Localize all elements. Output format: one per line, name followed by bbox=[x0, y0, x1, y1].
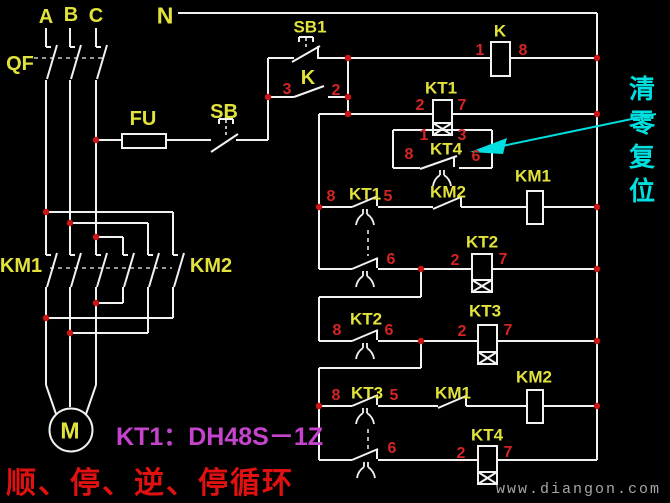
reset-caption-char: 零 bbox=[628, 108, 655, 138]
km1-coil bbox=[526, 190, 544, 225]
pin-number: 2 bbox=[331, 82, 341, 99]
pin-number: 6 bbox=[384, 322, 394, 339]
km1-main-contacts bbox=[45, 252, 108, 288]
kt4-timer-coil bbox=[477, 445, 498, 485]
watermark: www.diangon.com bbox=[496, 481, 662, 498]
pin-number: 2 bbox=[456, 445, 466, 462]
timer-model-note: KT1：DH48S－1Z bbox=[116, 423, 323, 451]
kt3-timer-coil bbox=[477, 324, 498, 365]
pin-number: 1 bbox=[419, 127, 429, 144]
pin-number: 8 bbox=[331, 387, 341, 404]
label-km2-power: KM2 bbox=[189, 255, 233, 277]
km2-main-contacts bbox=[122, 252, 185, 288]
sb1-button bbox=[291, 36, 321, 63]
label-kt1-row: KT1 bbox=[348, 184, 382, 204]
k-no-contact bbox=[268, 85, 348, 98]
label-neutral-n: N bbox=[156, 2, 174, 29]
label-km1-power: KM1 bbox=[0, 255, 43, 277]
pin-number: 8 bbox=[404, 146, 414, 163]
label-kt4-box: KT4 bbox=[429, 139, 463, 159]
pin-number: 8 bbox=[326, 188, 336, 205]
pin-number: 8 bbox=[518, 42, 528, 59]
reset-caption: 清零复位 bbox=[626, 72, 658, 208]
label-km2-nc: KM2 bbox=[430, 182, 466, 202]
reset-caption-char: 位 bbox=[628, 176, 655, 206]
pin-number: 8 bbox=[332, 322, 342, 339]
label-phase-a: A bbox=[38, 6, 54, 28]
fuse-fu bbox=[121, 133, 167, 149]
pin-number: 6 bbox=[386, 251, 396, 268]
pin-number: 5 bbox=[389, 387, 399, 404]
label-phase-c: C bbox=[88, 5, 104, 27]
kt3-delay-contact-nc bbox=[351, 448, 379, 479]
km2-coil bbox=[526, 389, 544, 424]
pin-number: 3 bbox=[457, 127, 467, 144]
label-k-contact: K bbox=[300, 67, 316, 89]
pin-number: 2 bbox=[415, 97, 425, 114]
cycle-caption: 顺、停、逆、停循环 bbox=[6, 467, 294, 500]
motor bbox=[48, 407, 94, 453]
pin-number: 2 bbox=[457, 323, 467, 340]
pin-number: 1 bbox=[475, 42, 485, 59]
pin-number: 7 bbox=[498, 251, 508, 268]
pin-number: 3 bbox=[282, 81, 292, 98]
label-km1-coil: KM1 bbox=[515, 166, 551, 186]
label-fuse-fu: FU bbox=[129, 108, 157, 130]
reset-caption-char: 清 bbox=[628, 74, 655, 104]
k-coil bbox=[490, 41, 511, 77]
label-km1-nc: KM1 bbox=[435, 383, 471, 403]
label-kt3-coil: KT3 bbox=[468, 301, 502, 321]
label-button-sb1: SB1 bbox=[293, 17, 327, 37]
pin-number: 6 bbox=[387, 440, 397, 457]
pin-number: 7 bbox=[503, 444, 513, 461]
power-circuit bbox=[34, 28, 185, 453]
kt2-delay-contact bbox=[351, 329, 379, 360]
qf-breaker bbox=[34, 28, 108, 80]
label-kt2-row: KT2 bbox=[349, 309, 383, 329]
label-kt4-coil: KT4 bbox=[470, 425, 504, 445]
label-kt2-coil: KT2 bbox=[465, 232, 499, 252]
pin-number: 7 bbox=[503, 322, 513, 339]
reset-caption-char: 复 bbox=[628, 142, 655, 172]
sb-button bbox=[210, 118, 239, 153]
pin-number: 5 bbox=[383, 188, 393, 205]
reset-arrow bbox=[470, 113, 657, 154]
label-kt3-row: KT3 bbox=[350, 383, 384, 403]
control-circuit bbox=[96, 12, 598, 485]
kt2-timer-coil bbox=[471, 253, 493, 293]
pin-number: 6 bbox=[471, 148, 481, 165]
label-breaker-qf: QF bbox=[6, 53, 34, 75]
label-button-sb: SB bbox=[210, 101, 238, 123]
label-motor-m: M bbox=[60, 417, 80, 444]
junction-dots bbox=[42, 54, 601, 410]
label-k-coil: K bbox=[493, 21, 507, 41]
label-phase-b: B bbox=[63, 4, 79, 26]
label-kt1-coil: KT1 bbox=[424, 78, 458, 98]
kt1-delay-contact-nc bbox=[351, 257, 379, 288]
kt4-reset-contact bbox=[392, 129, 493, 187]
label-km2-coil: KM2 bbox=[516, 367, 552, 387]
pin-number: 2 bbox=[450, 252, 460, 269]
pin-number: 7 bbox=[457, 97, 467, 114]
